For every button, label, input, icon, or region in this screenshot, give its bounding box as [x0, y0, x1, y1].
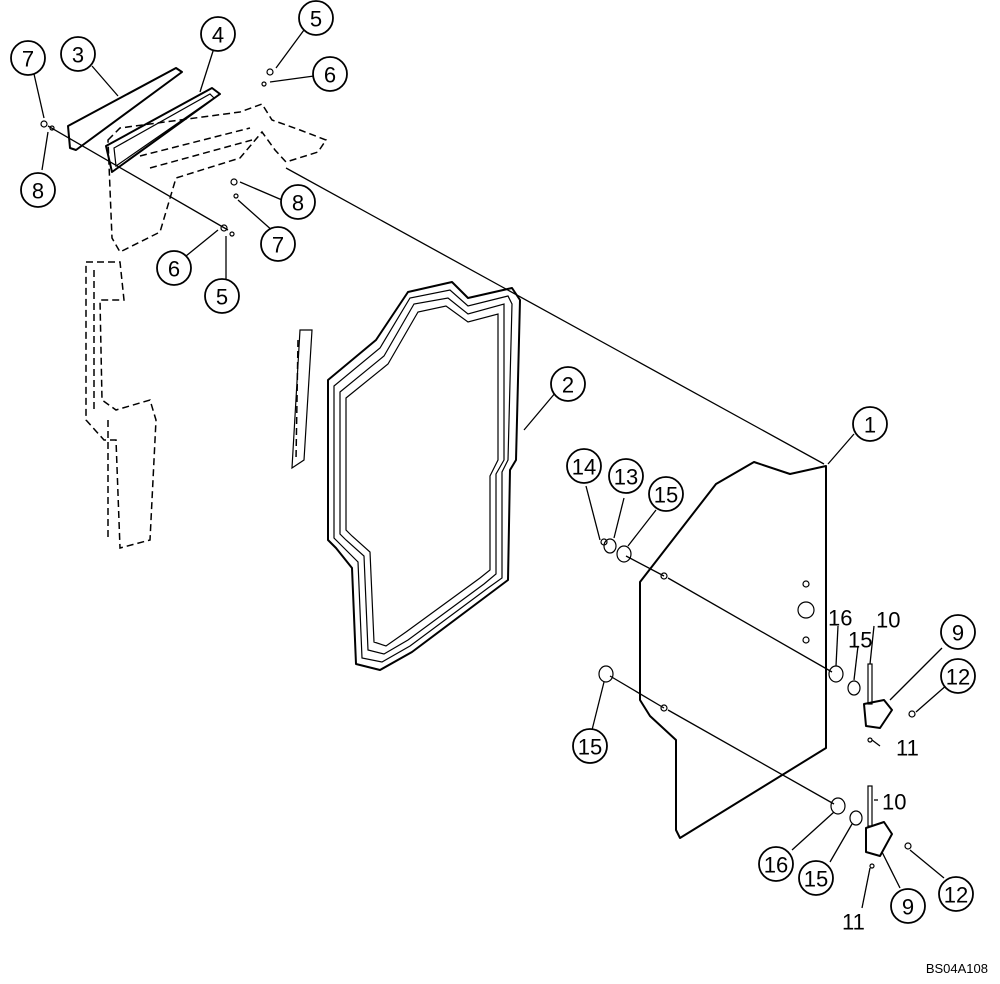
callout-6: 6 — [156, 250, 192, 286]
callout-number: 5 — [310, 7, 322, 32]
callout-number: 9 — [902, 895, 914, 920]
callout-number: 16 — [764, 853, 788, 878]
callout-12: 12 — [938, 876, 974, 912]
callout-number: 9 — [952, 621, 964, 646]
callout-circle — [572, 728, 608, 764]
callout-9: 9 — [890, 888, 926, 924]
callout-number: 6 — [324, 63, 336, 88]
callout-7: 7 — [10, 40, 46, 76]
plain-label-16: 16 — [828, 606, 852, 631]
alignment-lines — [47, 125, 835, 805]
callout-circle — [200, 16, 236, 52]
callout-circle — [550, 366, 586, 402]
callout-circle — [852, 406, 888, 442]
callout-16: 16 — [758, 846, 794, 882]
part-3-plate — [67, 67, 183, 151]
callout-9: 9 — [940, 614, 976, 650]
callout-15: 15 — [572, 728, 608, 764]
callout-14: 14 — [566, 448, 602, 484]
callout-number: 12 — [944, 883, 968, 908]
plain-label-11: 11 — [842, 910, 865, 935]
callout-number: 13 — [614, 465, 638, 490]
callout-number: 8 — [292, 191, 304, 216]
callout-number: 7 — [22, 47, 34, 72]
callout-8: 8 — [20, 172, 56, 208]
callout-3: 3 — [60, 36, 96, 72]
callout-circle — [260, 226, 296, 262]
callout-number: 12 — [946, 665, 970, 690]
callout-circle — [204, 278, 240, 314]
part-4-seal — [105, 87, 221, 173]
callout-circle — [940, 614, 976, 650]
callout-4: 4 — [200, 16, 236, 52]
callout-number: 8 — [32, 179, 44, 204]
callout-circle — [566, 448, 602, 484]
callout-1: 1 — [852, 406, 888, 442]
callout-number: 15 — [804, 867, 828, 892]
callout-circle — [60, 36, 96, 72]
plain-label-15: 15 — [848, 628, 872, 653]
callout-circle — [890, 888, 926, 924]
callout-circle — [938, 876, 974, 912]
callout-number: 2 — [562, 373, 574, 398]
cab-frame-reference — [85, 103, 328, 549]
callout-number: 15 — [654, 483, 678, 508]
callout-2: 2 — [550, 366, 586, 402]
callout-number: 3 — [72, 43, 84, 68]
callout-circle — [298, 0, 334, 36]
callout-8: 8 — [280, 184, 316, 220]
callout-number: 6 — [168, 257, 180, 282]
callout-number: 1 — [864, 413, 876, 438]
callout-circle — [20, 172, 56, 208]
callout-circle — [608, 458, 644, 494]
drawing-code: BS04A108 — [926, 961, 988, 976]
callout-5: 5 — [204, 278, 240, 314]
callout-circle — [798, 860, 834, 896]
callout-leaders — [33, 29, 949, 909]
callout-circle — [758, 846, 794, 882]
callout-15: 15 — [798, 860, 834, 896]
callout-circle — [10, 40, 46, 76]
callout-5: 5 — [298, 0, 334, 36]
part-2-gasket — [327, 281, 521, 671]
plain-label-10: 10 — [876, 608, 900, 633]
callout-circle — [312, 56, 348, 92]
callout-number: 7 — [272, 233, 284, 258]
callout-number: 4 — [212, 23, 224, 48]
hardware — [40, 68, 916, 869]
callout-13: 13 — [608, 458, 644, 494]
callout-12: 12 — [940, 658, 976, 694]
callout-circle — [280, 184, 316, 220]
plain-label-10: 10 — [882, 790, 906, 815]
part-1-panel — [639, 461, 827, 839]
callout-number: 15 — [578, 735, 602, 760]
callout-15: 15 — [648, 476, 684, 512]
callout-circle — [940, 658, 976, 694]
callout-circle — [156, 250, 192, 286]
plain-label-11: 11 — [896, 736, 919, 761]
callout-6: 6 — [312, 56, 348, 92]
callout-circle — [648, 476, 684, 512]
callout-number: 5 — [216, 285, 228, 310]
callout-number: 14 — [572, 455, 596, 480]
callout-7: 7 — [260, 226, 296, 262]
